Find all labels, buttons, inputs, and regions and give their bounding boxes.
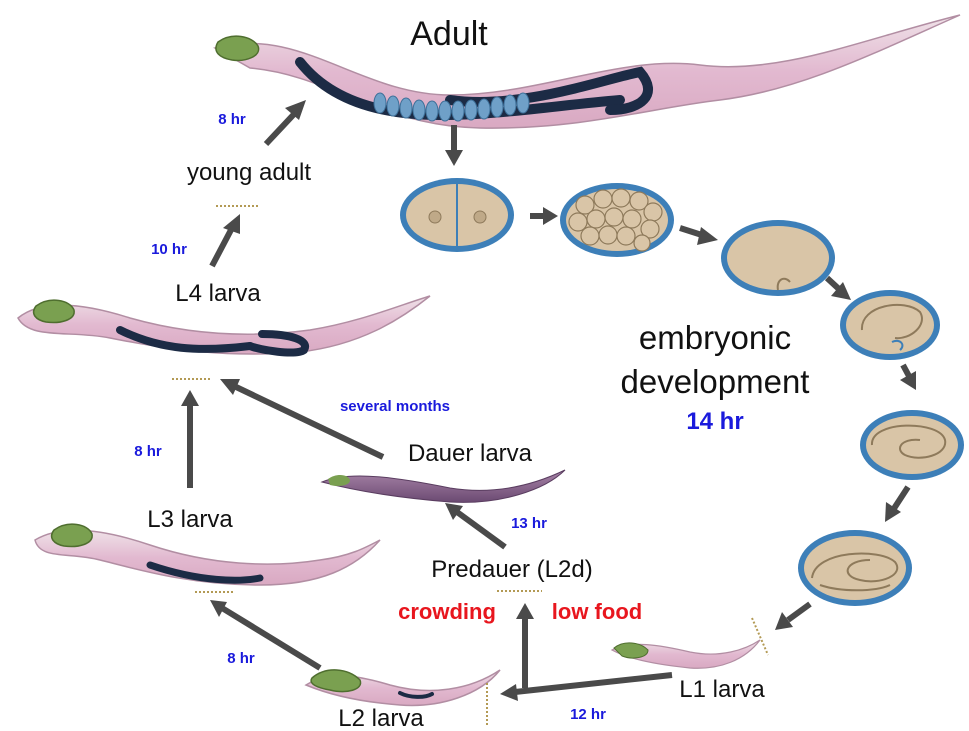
embryo-two-cell [400,178,514,252]
embryo-gastrula [721,220,835,296]
time-predauer-to-dauer: 13 hr [511,515,547,532]
arrow-l4-to-young [212,214,240,266]
crowding-label: crowding [398,599,496,624]
arrow-embryo-2-3 [680,227,718,245]
predauer-label: Predauer (L2d) [431,556,592,583]
time-l1-to-l2: 12 hr [570,706,606,723]
arrow-adult-to-embryo [445,125,463,166]
adult-worm [215,15,960,128]
embryo-comma [840,290,940,360]
embryo-threefold [798,530,912,606]
embryonic-time: 14 hr [686,408,743,435]
embryonic-label: embryonic [639,319,791,356]
time-young-to-adult: 8 hr [218,111,246,128]
young-adult-label: young adult [187,159,311,186]
time-dauer-to-l4: several months [340,398,450,415]
l3-worm [35,524,380,585]
low-food-label: low food [552,599,642,624]
arrow-young-to-adult [266,100,306,144]
time-l4-to-young: 10 hr [151,241,187,258]
arrow-embryo-5-6 [885,487,908,522]
dauer-larva-label: Dauer larva [408,440,533,467]
development-label: development [621,363,810,400]
l3-larva-label: L3 larva [147,506,233,533]
dauer-worm [322,470,565,502]
embryo-twofold [860,410,964,480]
l1-worm [612,640,760,668]
arrow-embryo-4-5 [900,365,916,390]
arrow-l2-to-predauer [516,603,534,688]
arrow-embryo-3-4 [827,278,851,300]
adult-title: Adult [410,15,488,53]
adult-pharynx [216,36,259,60]
arrow-embryo-to-l1 [775,604,810,630]
l4-larva-label: L4 larva [175,280,261,307]
embryo-multicell [560,183,674,257]
arrow-dauer-to-l4 [220,379,383,457]
time-l2-to-l3: 8 hr [227,650,255,667]
l2-larva-label: L2 larva [338,705,424,731]
arrow-l3-to-l4 [181,390,199,488]
molt-mark-l1 [752,618,768,655]
time-l3-to-l4: 8 hr [134,443,162,460]
l1-larva-label: L1 larva [679,676,765,703]
arrow-embryo-1-2 [530,207,558,225]
l2-worm [306,670,500,705]
arrow-predauer-to-dauer [445,503,505,547]
